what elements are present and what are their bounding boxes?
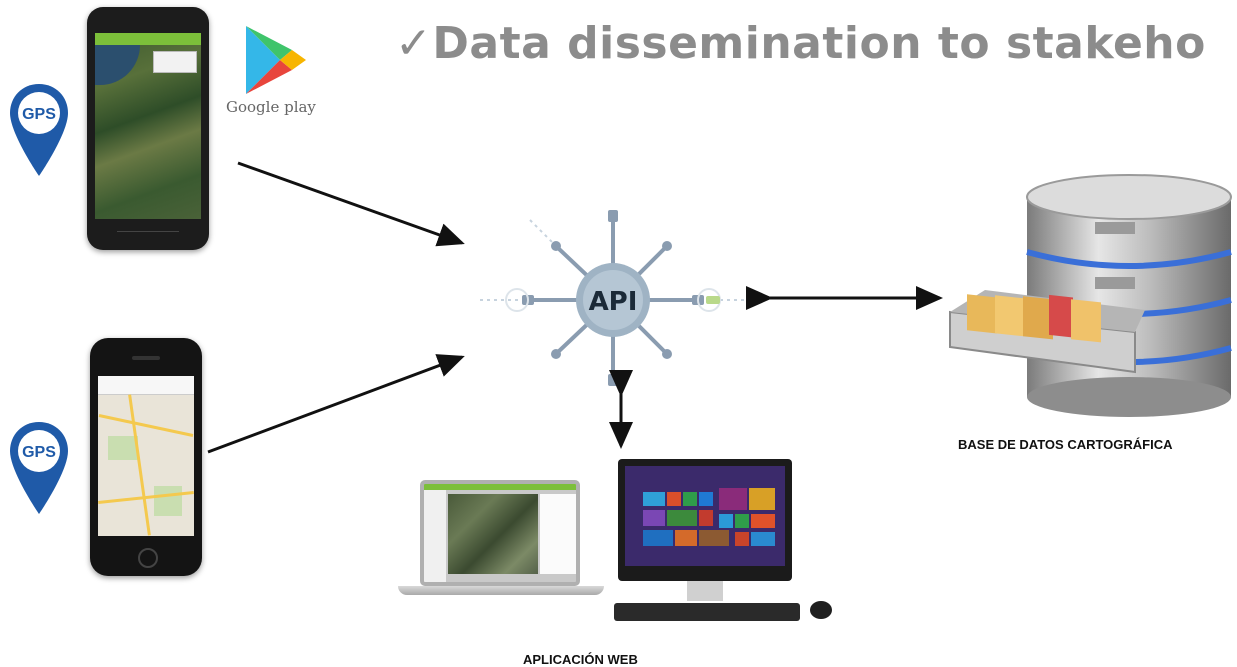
gps-pin-icon: GPS bbox=[10, 422, 68, 514]
arrow-iphone-to-api bbox=[207, 354, 465, 454]
checkmark-icon: ✓ bbox=[395, 18, 433, 69]
api-label: API bbox=[589, 287, 638, 317]
database-icon bbox=[949, 174, 1232, 417]
app-bar bbox=[95, 33, 201, 45]
slide-title-text: Data dissemination to stakeho bbox=[432, 18, 1206, 69]
mouse bbox=[810, 601, 832, 619]
windows-start-screen bbox=[625, 466, 785, 566]
map-app-screen bbox=[95, 33, 201, 219]
keyboard bbox=[614, 603, 800, 621]
database-label: BASE DE DATOS CARTOGRÁFICA bbox=[958, 437, 1173, 452]
gps-label: GPS bbox=[22, 444, 56, 461]
map-app-screen bbox=[98, 376, 194, 536]
api-hub-diagram: API bbox=[480, 210, 760, 386]
gps-label: GPS bbox=[22, 106, 56, 123]
home-button bbox=[138, 548, 158, 568]
web-app-map bbox=[448, 494, 538, 574]
web-app-panel bbox=[540, 494, 576, 574]
iphone bbox=[90, 338, 202, 576]
gps-pin-icon: GPS bbox=[10, 84, 68, 176]
monitor-stand bbox=[687, 581, 723, 601]
desktop-monitor bbox=[618, 459, 792, 581]
google-play-icon bbox=[246, 26, 306, 94]
google-play-label: Google play bbox=[226, 98, 316, 116]
map-layer-legend bbox=[153, 51, 197, 73]
laptop bbox=[420, 480, 580, 586]
android-phone bbox=[87, 7, 209, 250]
arrow-android-to-api bbox=[237, 161, 465, 247]
web-app-sidebar bbox=[424, 490, 446, 582]
laptop-base bbox=[398, 586, 604, 595]
web-app-label: APLICACIÓN WEB bbox=[523, 652, 638, 667]
map-search-bar bbox=[98, 376, 194, 395]
slide-title: ✓Data dissemination to stakeho bbox=[395, 18, 1206, 69]
